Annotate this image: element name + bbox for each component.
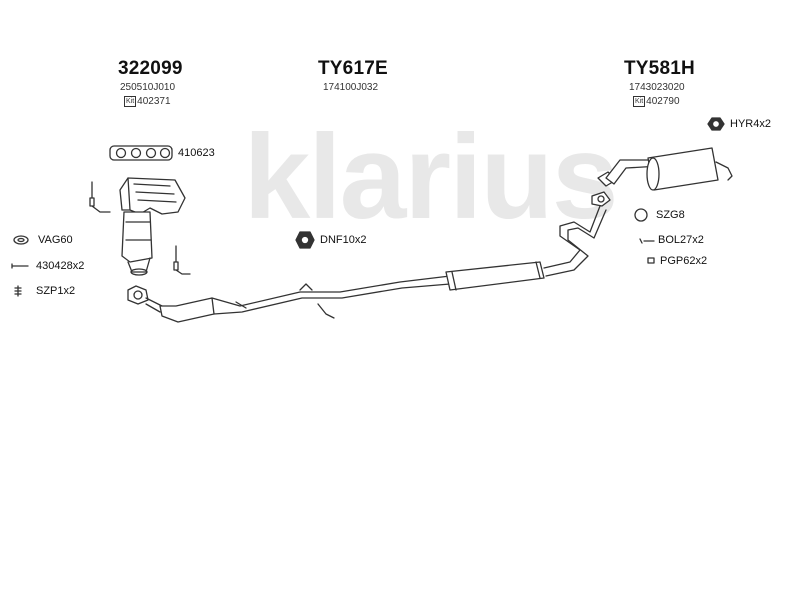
ring-icon [13, 235, 29, 245]
front-flange-icon [127, 285, 149, 305]
oem-number-1: 250510J010 [120, 82, 176, 93]
clamp-icon [634, 208, 648, 222]
spring-icon [14, 285, 22, 297]
label-430428: 430428x2 [36, 260, 85, 272]
label-szg8: SZG8 [656, 209, 685, 221]
oem-number-3: 1743023020 [629, 82, 685, 93]
exhaust-manifold-icon [119, 177, 186, 276]
label-vag60: VAG60 [38, 234, 73, 246]
part-number-3: TY581H [624, 58, 695, 79]
rear-silencer-icon [605, 147, 733, 191]
label-szp1: SZP1x2 [36, 285, 76, 297]
kit-3: Kit 402790 [633, 96, 680, 107]
oem-number-2: 174100J032 [323, 82, 379, 93]
front-pipe-icon [145, 275, 451, 323]
centre-silencer-icon [445, 205, 607, 291]
legend-icons [11, 117, 725, 297]
kit-number-3: 402790 [646, 96, 680, 107]
part-number-2: TY617E [318, 58, 388, 79]
kit-badge-1: Kit [124, 96, 137, 107]
pin-icon [639, 238, 655, 244]
label-hyr4: HYR4x2 [730, 118, 771, 130]
oxygen-sensor-icon [89, 181, 191, 275]
manifold-gasket-icon [109, 145, 173, 161]
part-number-1: 322099 [118, 58, 183, 79]
label-bol27: BOL27x2 [658, 234, 704, 246]
label-gasket: 410623 [178, 147, 215, 159]
kit-1: Kit 402371 [124, 96, 171, 107]
kit-number-1: 402371 [137, 96, 171, 107]
plug-icon [647, 257, 655, 264]
label-pgp62: PGP62x2 [660, 255, 708, 267]
bolt-icon [11, 263, 29, 269]
kit-badge-3: Kit [633, 96, 646, 107]
label-dnf10: DNF10x2 [320, 234, 367, 246]
watermark-text: klarius [244, 110, 617, 244]
